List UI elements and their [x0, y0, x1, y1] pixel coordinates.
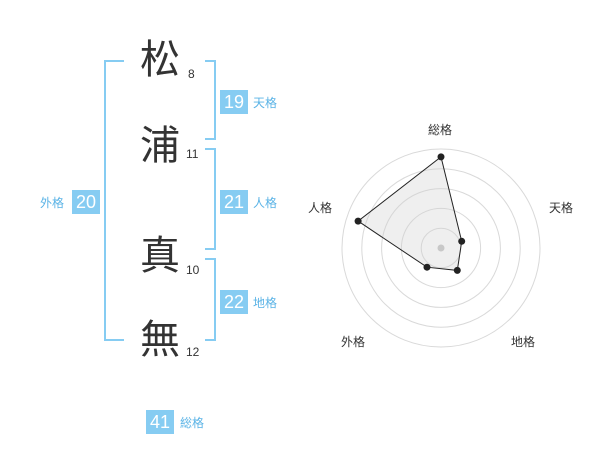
radar-ring — [381, 188, 501, 308]
stroke-count-4: 12 — [186, 345, 200, 359]
gai-bracket — [104, 60, 124, 341]
name-char-2: 浦 — [140, 123, 180, 169]
stroke-count-2: 11 — [186, 147, 199, 161]
name-char-1: 松 — [140, 37, 180, 83]
name-char-3: 真 — [140, 233, 180, 279]
radar-axis-label-jin: 人格 — [308, 201, 333, 215]
ten-bracket — [205, 60, 216, 140]
radar-axis-label-chi: 地格 — [511, 335, 536, 349]
sou-label: 総格 — [180, 416, 205, 430]
radar-axis-label-gai: 外格 — [341, 335, 366, 349]
stroke-count-1: 8 — [188, 67, 195, 81]
gai-badge: 20 — [72, 190, 100, 214]
jin-bracket — [205, 148, 216, 250]
stroke-count-3: 10 — [186, 263, 200, 277]
chi-label: 地格 — [253, 296, 278, 310]
radar-ring — [361, 168, 521, 328]
name-char-4: 無 — [140, 317, 180, 363]
radar-area — [357, 156, 463, 271]
radar-point-1 — [437, 153, 445, 161]
radar-point-3 — [453, 266, 461, 274]
radar-axis-label-ten: 天格 — [549, 201, 574, 215]
chi-bracket — [205, 258, 216, 341]
radar-point-2 — [458, 237, 466, 245]
gai-label: 外格 — [40, 196, 65, 210]
radar-ring — [400, 207, 482, 289]
radar-point-5 — [354, 217, 362, 225]
radar-center-dot — [437, 244, 445, 252]
ten-label: 天格 — [253, 96, 278, 110]
radar-point-4 — [423, 263, 431, 271]
jin-label: 人格 — [253, 196, 278, 210]
ten-badge: 19 — [220, 90, 248, 114]
chi-badge: 22 — [220, 290, 248, 314]
radar-axis-label-sou: 総格 — [428, 123, 453, 137]
jin-badge: 21 — [220, 190, 248, 214]
sou-badge: 41 — [146, 410, 174, 434]
